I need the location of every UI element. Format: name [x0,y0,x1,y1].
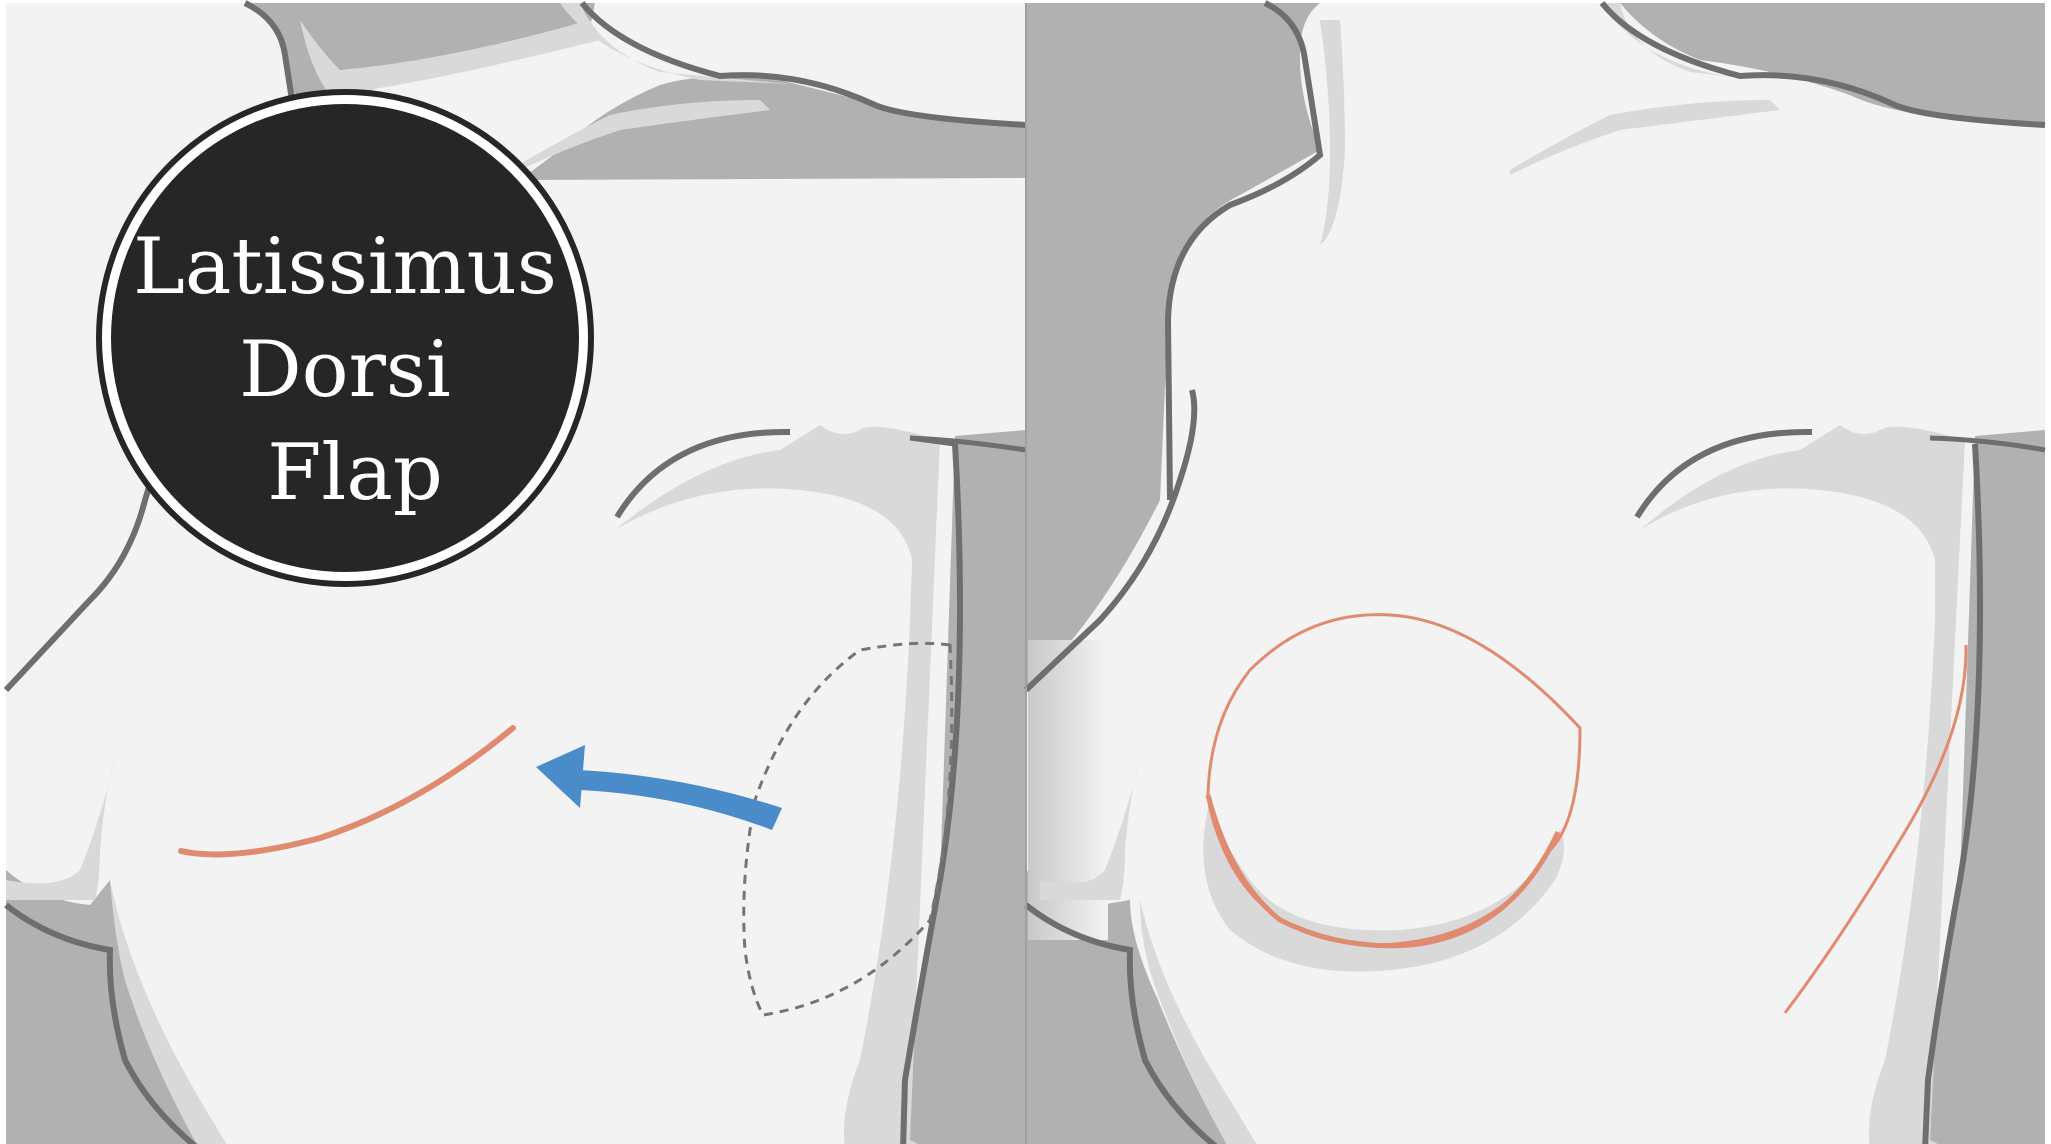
shoulder-shadow-after [1600,3,1800,84]
title-line-2: Dorsi [239,325,451,415]
flap-outline-dashed [742,641,954,1017]
waist-shadow-before [6,760,115,900]
breast-incision-line [178,725,516,858]
waist-shadow-after [1040,760,1140,900]
title-line-3: Flap [267,428,443,518]
torso-after [1026,3,1320,720]
title-line-1: Latissimus [133,222,557,312]
neck-outline-before [243,0,295,101]
torso-skin-after [1026,3,2045,1144]
neck-outline-after [1164,0,1324,501]
back-line-after [1929,435,2046,453]
panel-before: Latissimus Dorsi Flap [3,0,1027,1144]
neck-shadow-after [1320,20,1345,245]
hip-outline-before [4,902,198,1144]
clavicle-shadow-after [1510,100,1780,175]
back-line-before [909,435,1027,453]
armpit-outline-after [1634,428,1813,519]
shoulder-outline-before [579,1,1027,128]
breast-lower-scar [1205,794,1561,949]
arm-outline-after [1023,389,1198,693]
title-badge: Latissimus Dorsi Flap [96,89,594,587]
hip-outline-after [1024,902,1218,1144]
back-edge-before [900,443,963,1144]
panel-after [1023,0,2046,1144]
back-scar-line [1783,644,1968,1014]
clavicle-shadow-before [510,100,770,175]
armpit-outline-before [614,428,791,519]
back-edge-after [1922,443,1983,1144]
flap-arrow [536,745,782,830]
shoulder-outline-after [1599,1,2046,128]
shoulder-shadow-before [560,3,790,84]
chest-shadow-after [1640,425,1965,1144]
neck-shadow-before [300,20,600,95]
